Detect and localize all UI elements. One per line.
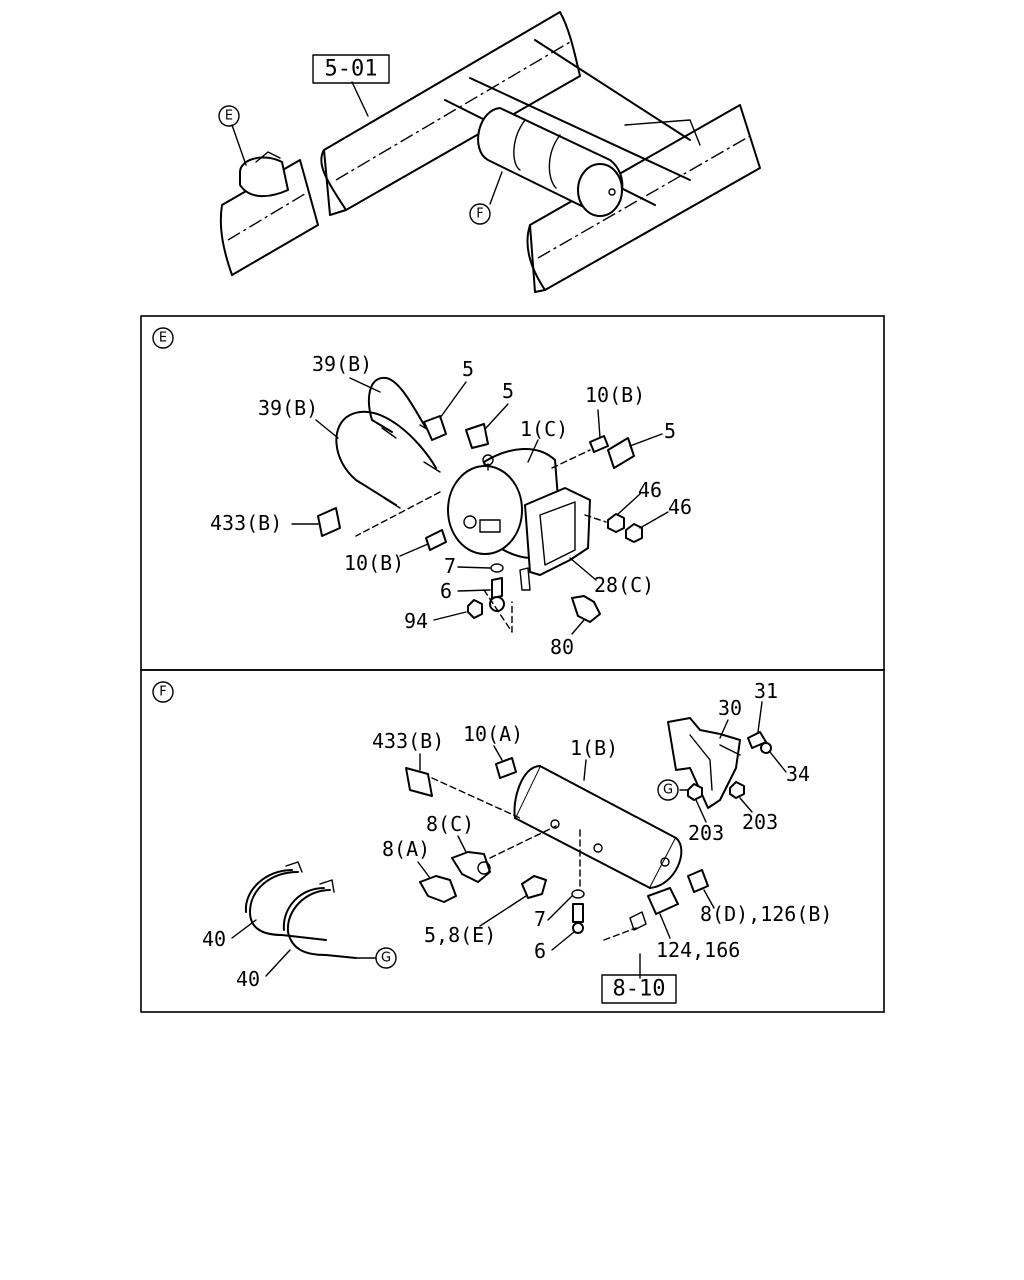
svg-text:G: G xyxy=(663,783,673,798)
label-10a: 10(A) xyxy=(463,722,523,746)
label-28c: 28(C) xyxy=(594,573,654,597)
label-39b-lower: 39(B) xyxy=(258,396,318,420)
overview-frame-drawing xyxy=(219,11,761,293)
svg-text:G: G xyxy=(381,951,391,966)
svg-text:5-01: 5-01 xyxy=(325,57,378,82)
label-1c: 1(C) xyxy=(520,417,568,441)
label-46-b: 46 xyxy=(668,495,692,519)
panel-e-marker: E xyxy=(152,327,174,349)
marker-g-bottom[interactable]: G xyxy=(375,947,397,969)
callout-e-overview[interactable]: E xyxy=(218,105,240,127)
label-5-right: 5 xyxy=(664,419,676,443)
panel-f-labels: 31 30 433(B) 10(A) 1(B) 34 203 203 8(C) … xyxy=(202,679,832,991)
label-6-f: 6 xyxy=(534,939,546,963)
label-40-lower: 40 xyxy=(236,967,260,991)
label-7-f: 7 xyxy=(534,907,546,931)
panel-e-drawing xyxy=(317,376,643,633)
callout-f-overview[interactable]: F xyxy=(469,203,491,225)
panel-f-marker: F xyxy=(152,681,174,703)
label-8c: 8(C) xyxy=(426,812,474,836)
label-94: 94 xyxy=(404,609,428,633)
label-30: 30 xyxy=(718,696,742,720)
label-80: 80 xyxy=(550,635,574,659)
panel-e-labels: 39(B) 39(B) 5 5 1(C) 10(B) 5 46 46 433(B… xyxy=(210,352,692,659)
marker-g-top[interactable]: G xyxy=(657,779,679,801)
label-8d-126b: 8(D),126(B) xyxy=(700,902,832,926)
svg-text:E: E xyxy=(225,109,233,124)
label-203-b: 203 xyxy=(742,810,778,834)
label-5-left: 5 xyxy=(462,357,474,381)
panel-f-drawing xyxy=(244,717,772,979)
label-5-mid: 5 xyxy=(502,379,514,403)
label-7: 7 xyxy=(444,554,456,578)
label-5-8e: 5,8(E) xyxy=(424,923,496,947)
svg-text:F: F xyxy=(159,685,166,700)
label-46-a: 46 xyxy=(638,478,662,502)
label-433b-f: 433(B) xyxy=(372,729,444,753)
label-39b-upper: 39(B) xyxy=(312,352,372,376)
reference-box-5-01[interactable]: 5-01 xyxy=(312,54,390,84)
label-433b: 433(B) xyxy=(210,511,282,535)
label-6: 6 xyxy=(440,579,452,603)
label-1b: 1(B) xyxy=(570,736,618,760)
reference-box-8-10[interactable]: 8-10 xyxy=(601,974,677,1004)
svg-text:E: E xyxy=(159,331,167,346)
panel-f-border xyxy=(140,669,885,1013)
label-203-a: 203 xyxy=(688,821,724,845)
label-10b-top: 10(B) xyxy=(585,383,645,407)
label-10b-front: 10(B) xyxy=(344,551,404,575)
label-40-upper: 40 xyxy=(202,927,226,951)
label-34: 34 xyxy=(786,762,810,786)
label-31: 31 xyxy=(754,679,778,703)
label-124-166: 124,166 xyxy=(656,938,740,962)
label-8a: 8(A) xyxy=(382,837,430,861)
svg-text:8-10: 8-10 xyxy=(613,977,666,1002)
svg-text:F: F xyxy=(476,207,483,222)
